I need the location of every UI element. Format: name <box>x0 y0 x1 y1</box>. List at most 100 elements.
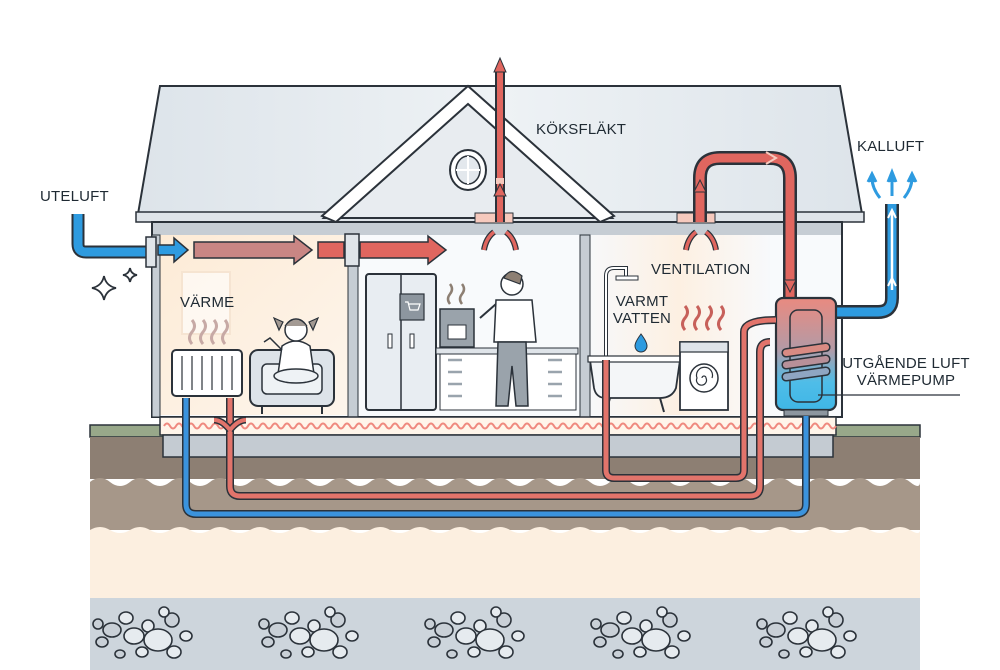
fridge <box>365 273 437 411</box>
stone <box>164 612 180 628</box>
warm-air-arrow-3 <box>359 234 448 266</box>
stone <box>498 645 514 659</box>
stone <box>158 606 170 618</box>
stone <box>102 622 122 638</box>
stone <box>778 649 790 659</box>
stone <box>261 636 275 648</box>
water-pipes <box>182 316 810 518</box>
stone <box>600 622 620 638</box>
label-outdoor-air: UTELUFT <box>40 188 109 205</box>
stone <box>258 618 270 630</box>
steam-icon <box>446 283 466 305</box>
stone <box>656 606 668 618</box>
stone <box>450 611 466 625</box>
stone <box>434 622 454 638</box>
stone <box>114 649 126 659</box>
stone <box>590 618 602 630</box>
stone <box>787 627 809 645</box>
stone <box>782 611 798 625</box>
stone <box>143 628 173 652</box>
stone <box>756 618 768 630</box>
stone <box>511 630 525 642</box>
stone <box>664 645 680 659</box>
stone <box>345 630 359 642</box>
cold-air-out-arrows <box>866 167 918 199</box>
wall-2 <box>579 234 591 418</box>
stone <box>95 636 109 648</box>
stone <box>677 630 691 642</box>
wall-inlet <box>145 236 157 268</box>
bathroom-objects <box>587 266 729 413</box>
stone <box>759 636 773 648</box>
label-exhaust-line1: UTGÅENDE LUFT <box>842 355 970 372</box>
living-room-objects <box>171 271 335 414</box>
label-exhaust-line2: VÄRMEPUMP <box>856 372 956 389</box>
intake-arrow <box>157 236 190 264</box>
stone <box>467 646 481 658</box>
transfer-vent <box>344 233 360 267</box>
stone <box>324 606 336 618</box>
warm-air-arrow-1 <box>193 234 314 266</box>
sand-layer <box>90 527 920 598</box>
radiator <box>171 349 243 397</box>
stone <box>490 606 502 618</box>
stone <box>612 649 624 659</box>
stone <box>799 646 813 658</box>
stone <box>662 612 678 628</box>
stone <box>455 627 477 645</box>
washing-machine <box>679 341 729 411</box>
stone <box>593 636 607 648</box>
basement-slab <box>162 434 834 458</box>
stone <box>123 627 145 645</box>
gable-trim <box>320 84 616 224</box>
sparkle-icon <box>91 267 138 301</box>
label-hot-water-line2: VATTEN <box>612 310 672 327</box>
soil-mid-layer <box>90 478 920 530</box>
stone <box>616 611 632 625</box>
stone <box>280 649 292 659</box>
heat-pump <box>774 296 960 417</box>
label-kitchen-fan: KÖKSFLÄKT <box>536 121 627 138</box>
label-cold-air: KALLUFT <box>857 138 925 155</box>
stone <box>828 612 844 628</box>
girl <box>263 316 320 384</box>
stone <box>424 618 436 630</box>
bedrock-stones <box>92 606 857 659</box>
stone <box>135 646 149 658</box>
steam-icon <box>681 305 725 331</box>
stone <box>118 611 134 625</box>
kitchen-fan-arrow-top <box>493 56 507 73</box>
stone <box>427 636 441 648</box>
stone <box>475 628 505 652</box>
label-heat: VÄRME <box>180 294 235 311</box>
stone <box>289 627 311 645</box>
stone <box>92 618 104 630</box>
steam-icon <box>188 319 229 345</box>
label-ventilation: VENTILATION <box>651 261 751 278</box>
stone <box>179 630 193 642</box>
coffee-machine <box>439 308 475 348</box>
man <box>479 270 537 407</box>
stone <box>621 627 643 645</box>
label-hot-water-line1: VARMT <box>615 293 669 310</box>
stone <box>284 611 300 625</box>
heat-exchanger-coil <box>781 342 831 382</box>
ground <box>89 424 921 670</box>
stone <box>822 606 834 618</box>
shopping-cart-icon <box>399 293 425 321</box>
stone <box>633 646 647 658</box>
stone <box>843 630 857 642</box>
stone <box>301 646 315 658</box>
ceiling-strip <box>153 223 841 235</box>
label-hot-water: VARMT VATTEN <box>606 293 678 327</box>
stone <box>446 649 458 659</box>
stone <box>309 628 339 652</box>
water-drop-icon <box>634 333 648 353</box>
stone <box>496 612 512 628</box>
stone <box>641 628 671 652</box>
label-exhaust-heat-pump: UTGÅENDE LUFT VÄRMEPUMP <box>840 355 972 389</box>
stone <box>268 622 288 638</box>
stone <box>166 645 182 659</box>
warm-air-arrow-2 <box>317 241 345 259</box>
